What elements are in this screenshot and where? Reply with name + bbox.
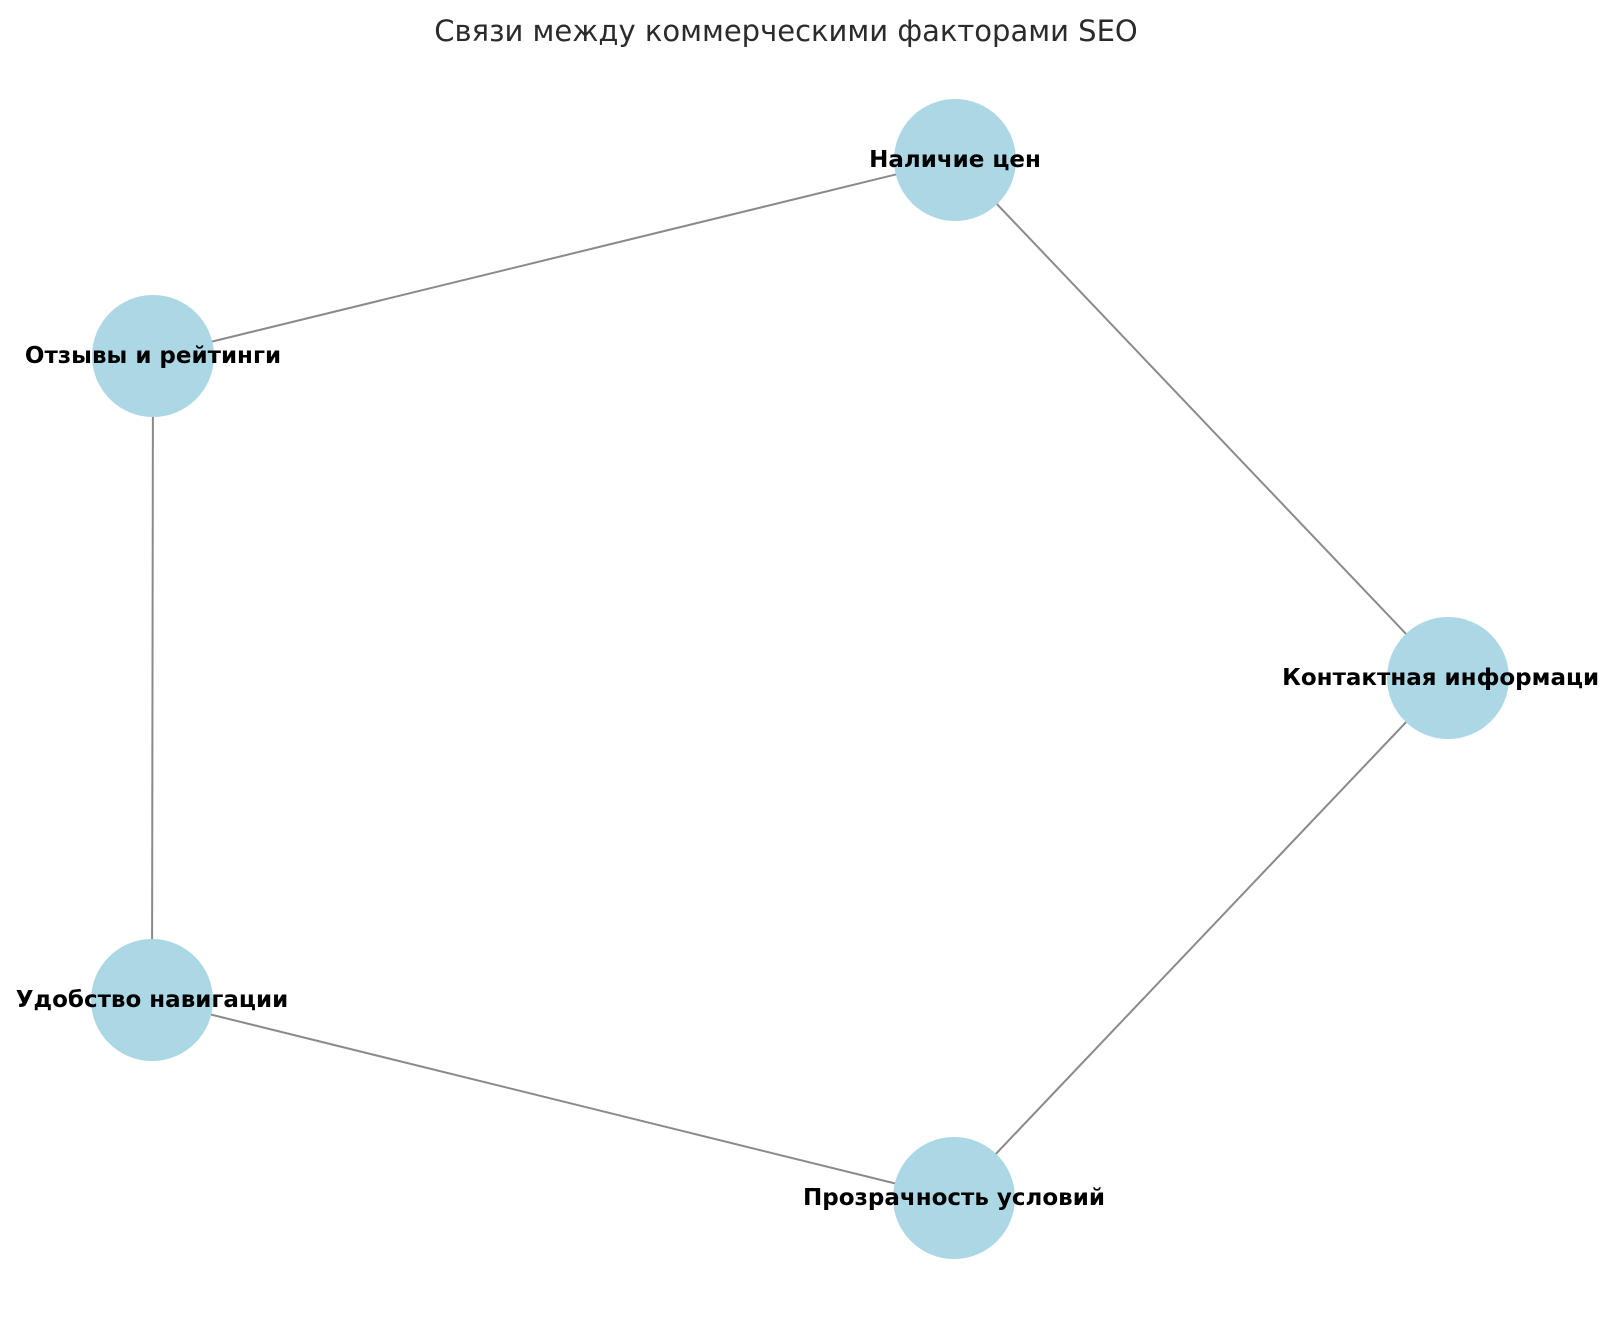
node-label-navigation: Удобство навигации	[15, 987, 289, 1013]
node-label-contact: Контактная информация	[1282, 665, 1600, 691]
node-circle-transparency	[893, 1137, 1015, 1259]
node-circle-navigation	[91, 939, 213, 1061]
chart-title: Связи между коммерческими факторами SEO	[434, 14, 1138, 48]
node-label-reviews: Отзывы и рейтинги	[24, 343, 282, 369]
node-label-prices: Наличие цен	[869, 147, 1041, 173]
node-circle-contact	[1387, 617, 1509, 739]
edge-prices-contact	[954, 159, 1449, 679]
edge-transparency-contact	[953, 677, 1449, 1199]
edge-reviews-navigation	[151, 355, 154, 1001]
node-label-transparency: Прозрачность условий	[803, 1185, 1105, 1211]
edge-prices-reviews	[152, 159, 956, 357]
node-circle-reviews	[92, 295, 214, 417]
node-circle-prices	[894, 99, 1016, 221]
edge-navigation-transparency	[151, 999, 955, 1199]
